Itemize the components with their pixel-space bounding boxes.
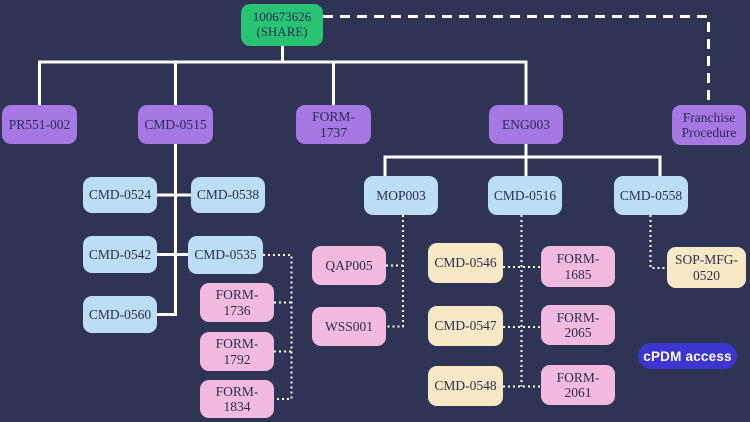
cpdm-access-badge: cPDM access xyxy=(638,343,737,369)
node-wss001: WSS001 xyxy=(312,307,386,346)
node-cmd-0524: CMD-0524 xyxy=(83,177,157,213)
node-form-2065: FORM- 2065 xyxy=(541,305,615,345)
connector-dotted-sop-mfg-0520 xyxy=(649,215,667,269)
connector-level1-rail xyxy=(38,60,528,107)
node-cmd-0547: CMD-0547 xyxy=(428,306,503,346)
node-mop003: MOP003 xyxy=(364,176,438,215)
node-100673626-share: 100673626 (SHARE) xyxy=(241,4,323,46)
node-eng003: ENG003 xyxy=(489,105,563,144)
node-cmd-0515: CMD-0515 xyxy=(138,105,213,144)
node-cmd-0560: CMD-0560 xyxy=(83,296,157,333)
node-cmd-0548: CMD-0548 xyxy=(428,366,503,406)
node-sop-mfg-0520: SOP-MFG- 0520 xyxy=(667,247,746,288)
node-form-1737: FORM- 1737 xyxy=(296,105,371,144)
node-form-2061: FORM- 2061 xyxy=(541,365,615,405)
node-cmd-0558: CMD-0558 xyxy=(614,176,688,215)
node-cmd-0535: CMD-0535 xyxy=(188,236,263,274)
connector-dotted-mop003-spine xyxy=(386,215,404,328)
node-cmd-0516: CMD-0516 xyxy=(488,176,562,215)
node-cmd-0542: CMD-0542 xyxy=(83,236,157,273)
connector-dotted-cmd-0535-spine xyxy=(263,254,293,400)
connector-eng003-rail xyxy=(383,155,662,178)
connector-dashed-franchise xyxy=(323,15,710,105)
node-form-1685: FORM- 1685 xyxy=(541,246,615,287)
node-pr551-002: PR551-002 xyxy=(2,105,77,144)
node-form-1834: FORM- 1834 xyxy=(200,380,274,418)
node-cmd-0538: CMD-0538 xyxy=(191,177,265,213)
node-form-1736: FORM- 1736 xyxy=(200,283,274,322)
node-franchise-procedure: Franchise Procedure xyxy=(672,105,746,145)
node-form-1792: FORM- 1792 xyxy=(200,332,274,371)
node-cmd-0546: CMD-0546 xyxy=(428,243,503,283)
node-qap005: QAP005 xyxy=(312,246,386,285)
